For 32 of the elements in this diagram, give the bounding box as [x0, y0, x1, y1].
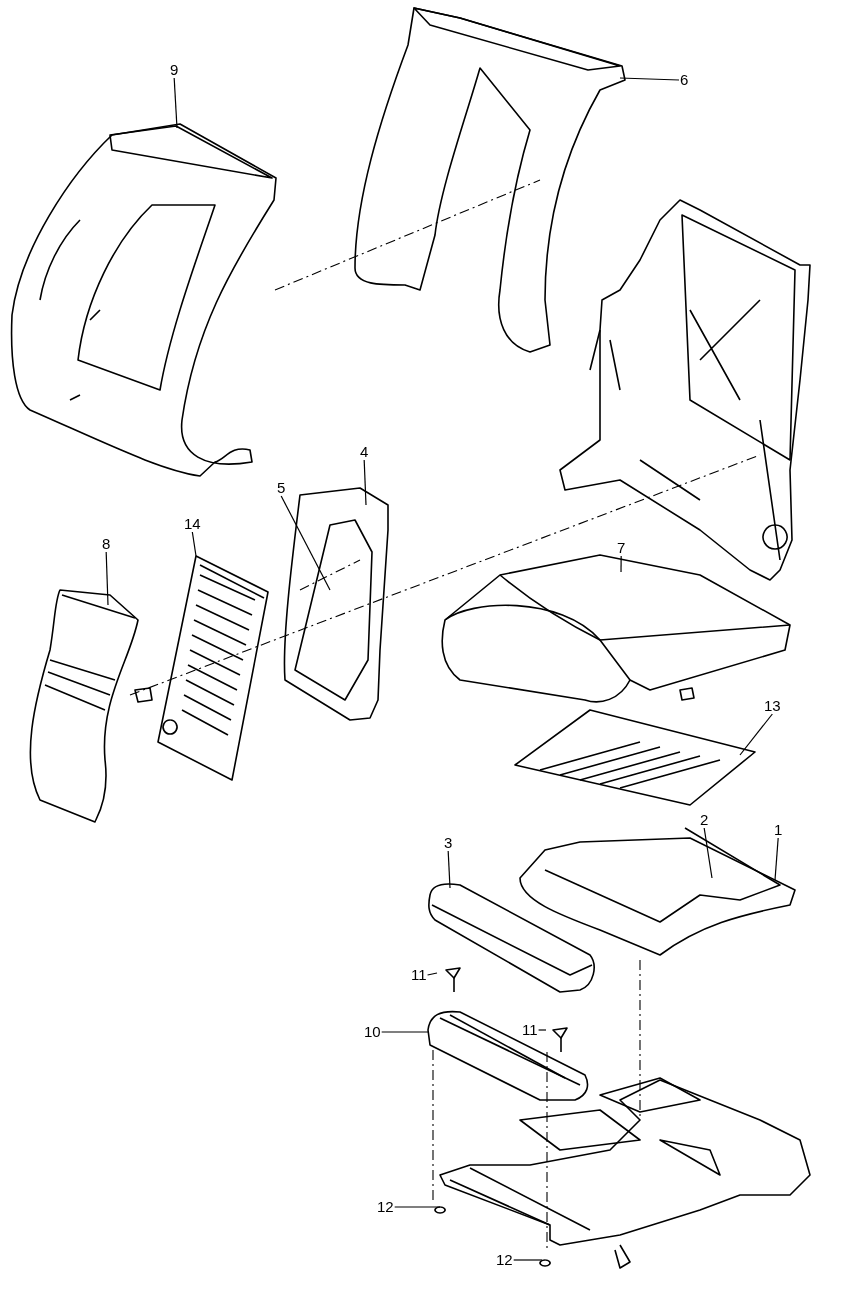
- leader-line: [739, 713, 773, 756]
- leader-line: [774, 837, 779, 881]
- callout-number: 6: [680, 72, 689, 88]
- leader-line: [620, 555, 622, 573]
- callout-number: 14: [184, 516, 201, 532]
- callout-number: 11: [411, 967, 427, 983]
- callout-number: 5: [277, 480, 286, 496]
- callout-number: 8: [102, 536, 111, 552]
- callout-number: 12: [377, 1199, 394, 1215]
- callout-number: 2: [700, 812, 709, 828]
- callout-number: 4: [360, 444, 369, 460]
- leader-line: [173, 77, 178, 129]
- leader-line: [394, 1206, 441, 1208]
- callout-number: 1: [774, 822, 783, 838]
- callout-number: 3: [444, 835, 453, 851]
- leader-line: [381, 1031, 429, 1033]
- leader-line: [447, 850, 451, 889]
- leader-line: [538, 1029, 547, 1031]
- callout-number: 7: [617, 540, 626, 556]
- leader-line: [191, 531, 197, 557]
- callout-number: 10: [364, 1024, 381, 1040]
- callout-number: 9: [170, 62, 179, 78]
- callout-number: 13: [764, 698, 781, 714]
- callout-number: 11: [522, 1022, 538, 1038]
- callout-number: 12: [496, 1252, 513, 1268]
- leader-line: [280, 495, 331, 591]
- leader-line: [513, 1259, 543, 1261]
- leader-line: [619, 77, 680, 81]
- leader-line: [703, 827, 713, 879]
- leader-line: [105, 551, 109, 606]
- leader-line: [426, 972, 438, 976]
- leader-line: [363, 459, 367, 506]
